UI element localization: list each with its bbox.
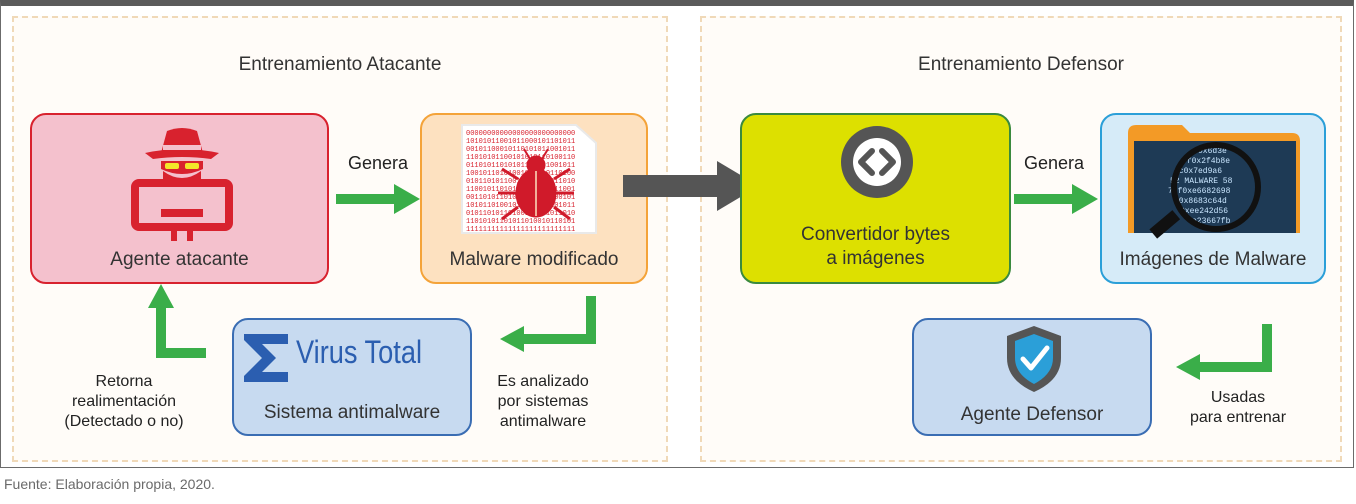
- code-icon: [841, 126, 913, 198]
- defender-agent-box: Agente Defensor: [912, 318, 1152, 436]
- malware-folder-icon: 0x6d3e ff0x2f4b8e ac0x7ed9a6 52 MALWARE …: [1128, 125, 1300, 239]
- svg-text:10101011001011000101101011: 10101011001011000101101011: [466, 138, 575, 146]
- folder-text-6: 0xee242d56: [1180, 207, 1228, 216]
- converter-line-1: Convertidor bytes: [801, 224, 950, 245]
- converter-box: Convertidor bytes a imágenes: [740, 113, 1011, 284]
- generates-arrow-right: [1014, 184, 1098, 214]
- malware-label: Malware modificado: [449, 249, 619, 270]
- svg-text:11111111111111111111111111: 11111111111111111111111111: [466, 226, 575, 234]
- used-line-1: Usadas: [1210, 389, 1266, 406]
- folder-text-7: e23667fb: [1192, 217, 1231, 226]
- hacker-icon: [131, 128, 233, 241]
- svg-text:01011010110100101101011010: 01011010110100101101011010: [466, 210, 575, 218]
- generates-label-right: Genera: [1023, 153, 1085, 173]
- feedback-line-1: Retorna: [95, 373, 153, 390]
- folder-text-0: 0x6d3e: [1198, 147, 1227, 156]
- defender-agent-label: Agente Defensor: [960, 404, 1104, 425]
- feedback-line-3: (Detectado o no): [64, 413, 184, 430]
- svg-text:10010110101001011010110100: 10010110101001011010110100: [466, 170, 575, 178]
- folder-text-3: 52 MALWARE 58: [1170, 177, 1233, 186]
- source-caption: Fuente: Elaboración propia, 2020.: [4, 476, 215, 492]
- folder-text-4: 76f0xe6682698: [1168, 187, 1231, 196]
- feedback-label: Retorna realimentación (Detectado o no): [44, 372, 204, 432]
- attacker-agent-label: Agente atacante: [110, 249, 249, 270]
- svg-text:00000000000000000000000000: 00000000000000000000000000: [466, 130, 575, 138]
- shield-check-icon: [1007, 326, 1061, 392]
- svg-text:01101011010101101101001011: 01101011010101101101001011: [466, 162, 575, 170]
- used-label: Usadas para entrenar: [1178, 388, 1298, 428]
- analyzed-label: Es analizado por sistemas antimalware: [478, 372, 608, 432]
- analyzed-line-1: Es analizado: [497, 373, 589, 390]
- transfer-arrow: [623, 161, 759, 211]
- used-arrow: [1176, 324, 1272, 380]
- converter-line-2: a imágenes: [826, 248, 925, 269]
- antimalware-box: Virus Total Sistema antimalware: [232, 318, 472, 436]
- svg-text:11010101101011010010110101: 11010101101011010010110101: [466, 218, 575, 226]
- folder-text-2: ac0x7ed9a6: [1174, 167, 1222, 176]
- analyzed-line-3: antimalware: [499, 413, 587, 430]
- attacker-agent-box: Agente atacante: [30, 113, 329, 284]
- malware-box: 00000000000000000000000000 1010101100101…: [420, 113, 648, 284]
- virus-total-brand: Virus Total: [296, 334, 422, 370]
- analyzed-arrow: [500, 296, 596, 352]
- sigma-icon: [244, 334, 288, 382]
- antimalware-label: Sistema antimalware: [263, 402, 441, 423]
- attacker-panel-title: Entrenamiento Atacante: [238, 54, 442, 75]
- feedback-line-2: realimentación: [71, 393, 177, 410]
- defender-panel-title: Entrenamiento Defensor: [918, 54, 1124, 75]
- svg-text:11010101100101010110100110: 11010101100101010110100110: [466, 154, 575, 162]
- folder-text-1: ff0x2f4b8e: [1182, 157, 1230, 166]
- svg-text:00101100010110101011001011: 00101100010110101011001011: [466, 146, 575, 154]
- folder-text-5: a0x8683c64d: [1174, 197, 1227, 206]
- analyzed-line-2: por sistemas: [497, 393, 589, 410]
- malware-images-box: 0x6d3e ff0x2f4b8e ac0x7ed9a6 52 MALWARE …: [1100, 113, 1326, 284]
- converter-label: Convertidor bytes a imágenes: [742, 223, 1009, 271]
- used-line-2: para entrenar: [1189, 409, 1287, 426]
- bug-binary-icon: 00000000000000000000000000 1010101100101…: [461, 124, 597, 234]
- generates-arrow-left: [336, 184, 420, 214]
- feedback-arrow: [148, 284, 206, 358]
- malware-images-label: Imágenes de Malware: [1119, 249, 1307, 270]
- generates-label-left: Genera: [347, 153, 409, 173]
